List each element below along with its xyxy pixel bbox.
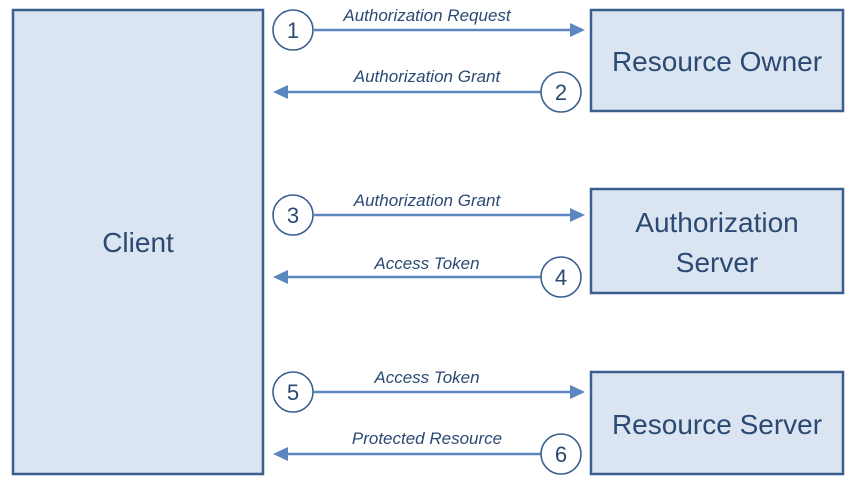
flow-1-label: Authorization Request: [342, 6, 512, 25]
step-1-badge: 1: [287, 18, 299, 43]
resource-server-box: Resource Server: [589, 370, 845, 476]
authorization-server-label-line1: Authorization: [635, 207, 798, 238]
flow-4-label: Access Token: [373, 254, 479, 273]
step-2-badge: 2: [555, 80, 567, 105]
flow-2-label: Authorization Grant: [353, 67, 502, 86]
flow-4: Access Token 4: [273, 254, 582, 298]
flow-5: Access Token 5: [272, 368, 585, 413]
client-box: Client: [11, 8, 265, 476]
client-label: Client: [102, 227, 174, 258]
flow-2: Authorization Grant 2: [273, 67, 582, 113]
authorization-server-label-line2: Server: [676, 247, 758, 278]
authorization-server-box: Authorization Server: [589, 187, 845, 295]
step-3-badge: 3: [287, 203, 299, 228]
resource-owner-label: Resource Owner: [612, 46, 822, 77]
flow-3: Authorization Grant 3: [272, 191, 585, 236]
resource-server-label: Resource Server: [612, 409, 822, 440]
step-5-badge: 5: [287, 380, 299, 405]
flow-6-label: Protected Resource: [352, 429, 502, 448]
flow-6: Protected Resource 6: [273, 429, 582, 475]
flow-3-label: Authorization Grant: [353, 191, 502, 210]
step-4-badge: 4: [555, 265, 567, 290]
resource-owner-box: Resource Owner: [589, 8, 845, 113]
step-6-badge: 6: [555, 442, 567, 467]
flow-1: Authorization Request 1: [272, 6, 585, 51]
flow-5-label: Access Token: [373, 368, 479, 387]
